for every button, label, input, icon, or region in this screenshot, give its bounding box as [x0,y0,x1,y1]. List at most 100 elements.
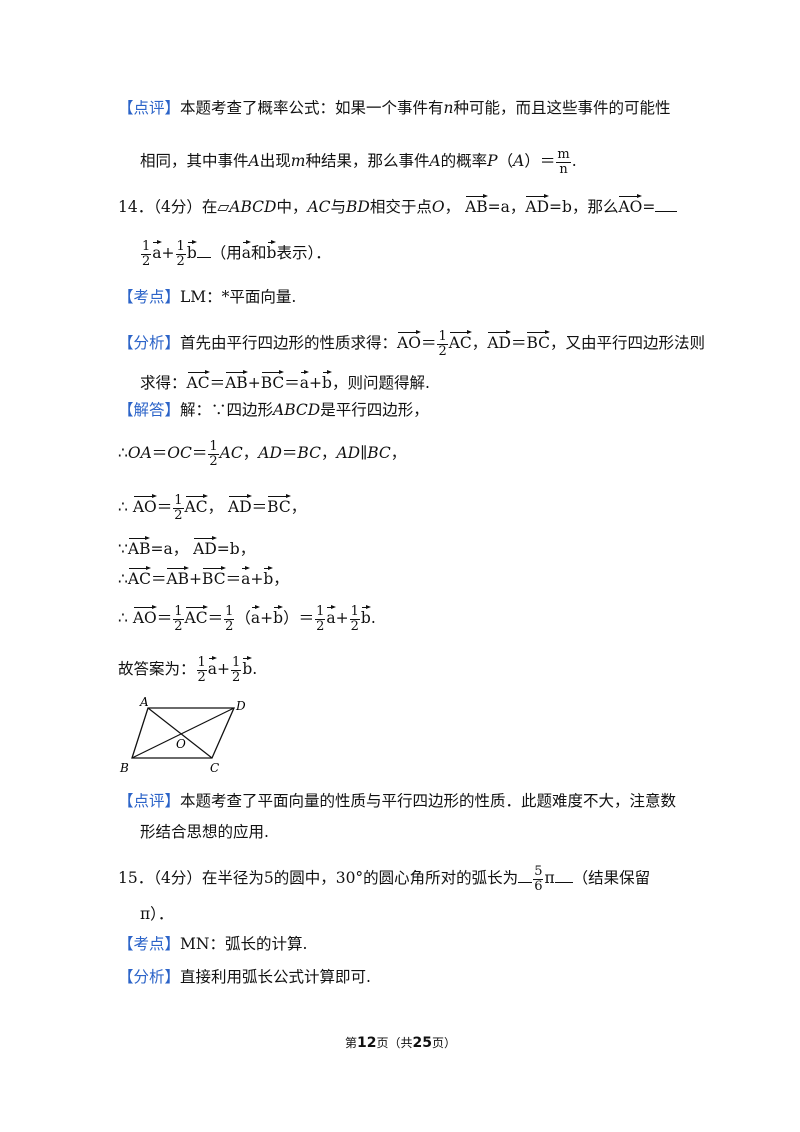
comma: ， [509,198,526,216]
numerator: 1 [208,439,219,455]
var: AD [336,444,361,463]
text: 首先由平行四边形的性质求得： [180,334,398,353]
text: =b [216,540,240,558]
numerator: m [556,147,571,163]
var-A: A [429,152,441,171]
text: π）． [140,905,174,923]
analysis-tag: 【分析】 [118,334,181,353]
text: （结果保留 [572,869,651,888]
plus: + [189,570,203,588]
vector-a: a [300,370,310,392]
vector-AC: AC [185,494,208,516]
vector-AO: AO [618,194,642,216]
vector-AB: AB [225,370,248,392]
text: 本题考查了平面向量的性质与平行四边形的性质．此题难度不大，注意数 [180,792,677,810]
comma: ， [390,444,407,463]
vector-AC: AC [187,370,210,392]
analysis-14-line2: 求得：AC＝AB+BC＝a+b，则问题得解. [140,370,430,392]
vector-b: b [273,605,283,627]
vector-a: a [326,605,336,627]
denominator: 2 [209,453,218,469]
numerator: 1 [173,604,184,620]
denominator: 2 [197,669,206,685]
equals: ＝ [209,374,226,392]
denominator: 2 [225,618,234,634]
text: 相同，其中事件 [140,152,249,171]
equals: ＝ [191,444,208,463]
var-P: P [487,152,498,171]
vector-a: a [241,566,251,588]
point-15: 【考点】MN：弧长的计算. [118,935,308,953]
label-a: A [139,696,149,709]
comma: ， [444,198,461,216]
because-symbol: ∵ [118,540,128,558]
vector-AD: AD [525,194,549,216]
answer-blank [655,199,678,212]
plus: + [250,570,264,588]
numerator: 1 [315,604,326,620]
text: 故答案为： [118,660,196,679]
text: MN：弧长的计算. [180,935,308,953]
denominator: 2 [232,669,241,685]
analysis-tag: 【分析】 [118,968,181,986]
parallelogram-figure: A D O B C [119,696,246,775]
period: . [370,609,376,628]
comma: ， [273,570,289,588]
label-b: B [119,761,129,775]
analysis-15: 【分析】直接利用弧长公式计算即可. [118,968,371,986]
vector-BC: BC [267,494,291,516]
point-14: 【考点】LM：*平面向量. [118,289,296,306]
equals: ＝ [284,374,300,392]
text: （用 [210,244,242,263]
denominator: 2 [316,618,325,634]
review14-line2: 形结合思想的应用. [140,824,269,841]
equals: = [642,198,656,216]
vector-b: b [242,656,252,678]
numerator: 1 [349,604,360,620]
text: 和 [251,244,267,263]
vector-AD: AD [487,330,511,352]
vector-AC: AC [185,605,208,627]
text: 种结果，那么事件 [305,152,430,171]
vector-b: b [187,240,197,262]
equals: ＝ [251,498,268,517]
vector-AD: AD [228,494,252,516]
text: =a [487,198,510,216]
var-ABCD: ABCD [273,401,321,419]
var: BC [297,444,321,463]
denominator: 2 [176,253,185,269]
var: OC [167,444,192,463]
numerator: 1 [231,655,242,671]
equals: ＝ [539,152,556,171]
paren: （ [235,609,251,628]
var: BC [367,444,391,463]
diagonal-ac [147,707,213,759]
vector-b: b [263,566,273,588]
comma: ， [207,498,224,517]
text: 的概率 [440,152,488,171]
comma: ， [320,444,337,463]
therefore-symbol: ∴ [118,444,128,463]
label-c: C [210,761,219,775]
text: 求得： [140,374,187,392]
numerator: 1 [141,239,152,255]
equals: ＝ [298,609,315,628]
question-number: 15． [118,869,154,888]
var-A: A [513,152,525,171]
var-n: n [443,99,454,117]
therefore-symbol: ∴ [118,609,128,628]
